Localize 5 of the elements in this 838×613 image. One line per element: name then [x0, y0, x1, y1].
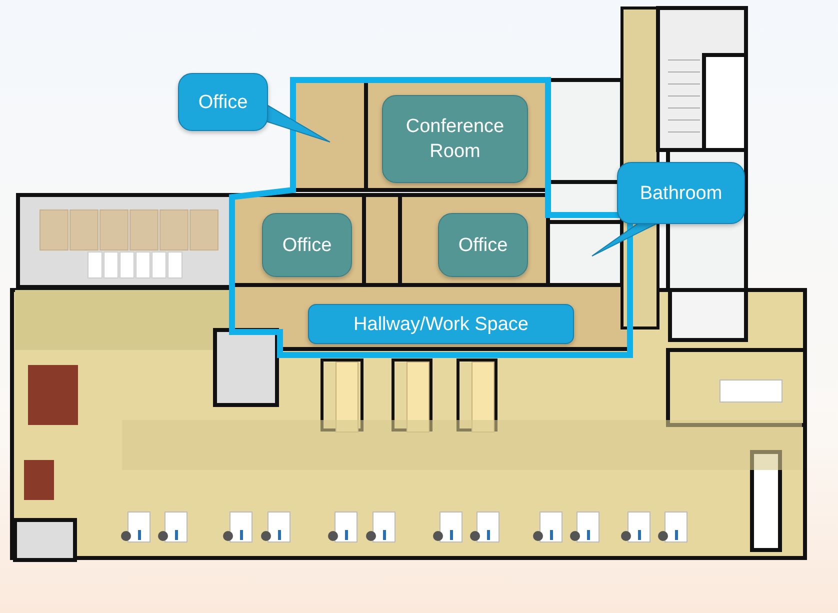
room-callout: Office — [178, 73, 268, 131]
room-label: Office — [438, 213, 528, 277]
room-label: Conference Room — [382, 95, 528, 183]
room-label: Hallway/Work Space — [308, 304, 574, 344]
room-label: Office — [262, 213, 352, 277]
